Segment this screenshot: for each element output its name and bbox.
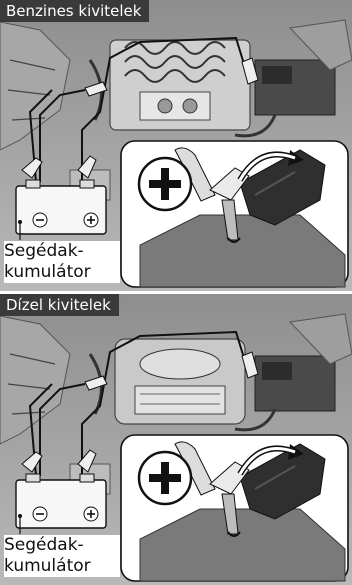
caption-line: Segédak-	[4, 241, 120, 262]
caption-line: Segédak-	[4, 535, 120, 556]
minus-icon	[33, 507, 47, 521]
booster-battery-label: Segédak- kumulátor	[4, 241, 120, 283]
engine-block	[110, 40, 250, 130]
terminal-detail-inset	[121, 141, 348, 287]
plus-icon	[84, 507, 98, 521]
car-battery-housing	[255, 60, 335, 115]
caption-line: kumulátor	[4, 556, 120, 577]
minus-icon	[33, 213, 47, 227]
car-battery-housing	[255, 356, 335, 411]
panel-title: Dízel kivitelek	[0, 294, 119, 316]
plus-icon	[139, 158, 191, 210]
petrol-panel: Benzines kivitelek Segédak- kumulátor	[0, 0, 352, 291]
booster-battery-label: Segédak- kumulátor	[4, 535, 120, 577]
plus-icon	[84, 213, 98, 227]
caption-line: kumulátor	[4, 262, 120, 283]
diesel-panel: Dízel kivitelek Segédak- kumulátor	[0, 294, 352, 585]
panel-title: Benzines kivitelek	[0, 0, 149, 22]
engine-block	[115, 339, 245, 424]
plus-icon	[139, 452, 191, 504]
terminal-detail-inset	[121, 435, 348, 581]
